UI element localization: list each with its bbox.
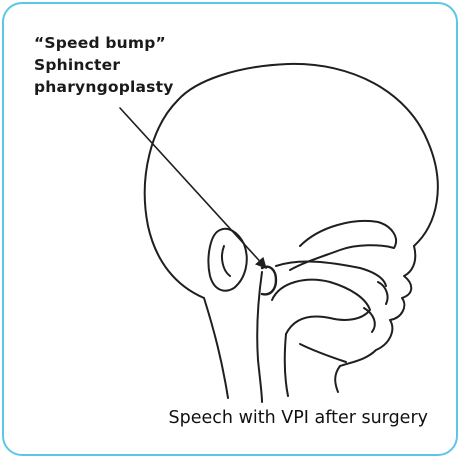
- pharynx-anterior-wall: [285, 334, 288, 396]
- nasal-cavity: [290, 221, 396, 270]
- tongue: [272, 280, 370, 334]
- annotation-arrow: [120, 108, 266, 268]
- pharynx-posterior-wall: [257, 272, 262, 402]
- annotation-line-1: “Speed bump”: [34, 32, 174, 54]
- skull-outline: [178, 64, 438, 246]
- ear-inner: [222, 246, 230, 276]
- annotation-line-2: Sphincter: [34, 54, 174, 76]
- neck-back: [204, 298, 228, 398]
- back-of-head: [145, 100, 204, 298]
- lower-teeth: [364, 308, 375, 332]
- annotation-line-3: pharyngoplasty: [34, 76, 174, 98]
- ear: [208, 229, 246, 291]
- speed-bump: [262, 267, 276, 295]
- jaw-line: [300, 344, 346, 362]
- annotation-label: “Speed bump” Sphincter pharyngoplasty: [34, 32, 174, 98]
- figure-caption: Speech with VPI after surgery: [0, 408, 464, 428]
